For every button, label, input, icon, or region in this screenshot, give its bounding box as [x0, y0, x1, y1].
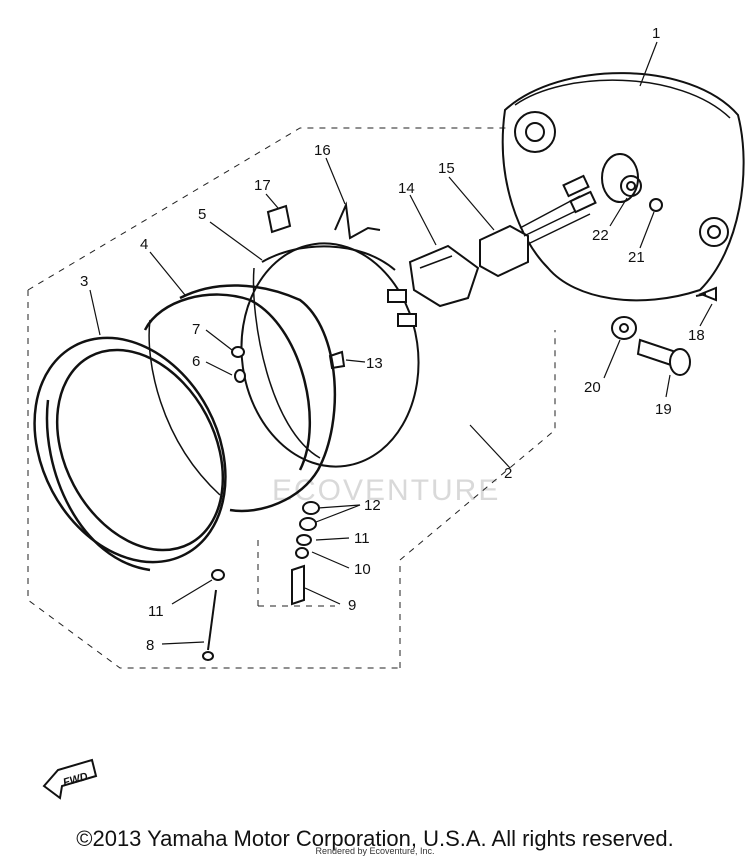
screw	[695, 286, 717, 302]
callout-17: 17	[254, 177, 271, 194]
callout-22: 22	[592, 227, 609, 244]
small-grommet	[649, 198, 663, 212]
callout-20: 20	[584, 379, 601, 396]
callout-2: 2	[504, 465, 512, 482]
render-note: Rendered by Ecoventure, Inc.	[315, 846, 435, 856]
assembly-outline	[27, 127, 556, 669]
bolt	[636, 338, 691, 376]
callout-15: 15	[438, 160, 455, 177]
adjuster-screws	[231, 346, 246, 383]
callout-1: 1	[652, 25, 660, 42]
callout-labels: 1 2 3 4 5 6 7 8 9 10 11 11 11 12 13 14 1…	[80, 25, 705, 654]
callout-7: 7	[192, 321, 200, 338]
headlight-housing	[501, 72, 745, 302]
callout-11-stack: 11	[354, 530, 370, 547]
sealed-beam-unit	[240, 242, 420, 468]
mounting-hardware	[291, 501, 320, 606]
grommet	[620, 175, 642, 197]
headlight-rim	[33, 336, 227, 572]
callout-16: 16	[314, 142, 331, 159]
washer	[611, 316, 637, 340]
copyright-notice: ©2013 Yamaha Motor Corporation, U.S.A. A…	[76, 826, 674, 851]
callout-8: 8	[146, 637, 154, 654]
callout-14: 14	[398, 180, 415, 197]
callout-5: 5	[198, 206, 206, 223]
forward-arrow-icon: FWD	[42, 758, 98, 800]
long-screw	[202, 569, 225, 661]
callout-21: 21	[628, 249, 645, 266]
callout-6: 6	[192, 353, 200, 370]
headlight-bulb	[408, 244, 480, 308]
callout-9: 9	[348, 597, 356, 614]
callout-18: 18	[688, 327, 705, 344]
callout-11-lower: 11	[148, 603, 164, 620]
callout-19: 19	[655, 401, 672, 418]
callout-4: 4	[140, 236, 148, 253]
leader-lines	[89, 41, 713, 645]
callout-10: 10	[354, 561, 371, 578]
callout-12: 12	[364, 497, 381, 514]
headlight-body	[143, 284, 337, 513]
callout-13: 13	[366, 355, 383, 372]
mounting-clip	[266, 204, 292, 234]
callout-3: 3	[80, 273, 88, 290]
spring-clip	[334, 201, 381, 240]
bulb-socket	[479, 174, 597, 278]
